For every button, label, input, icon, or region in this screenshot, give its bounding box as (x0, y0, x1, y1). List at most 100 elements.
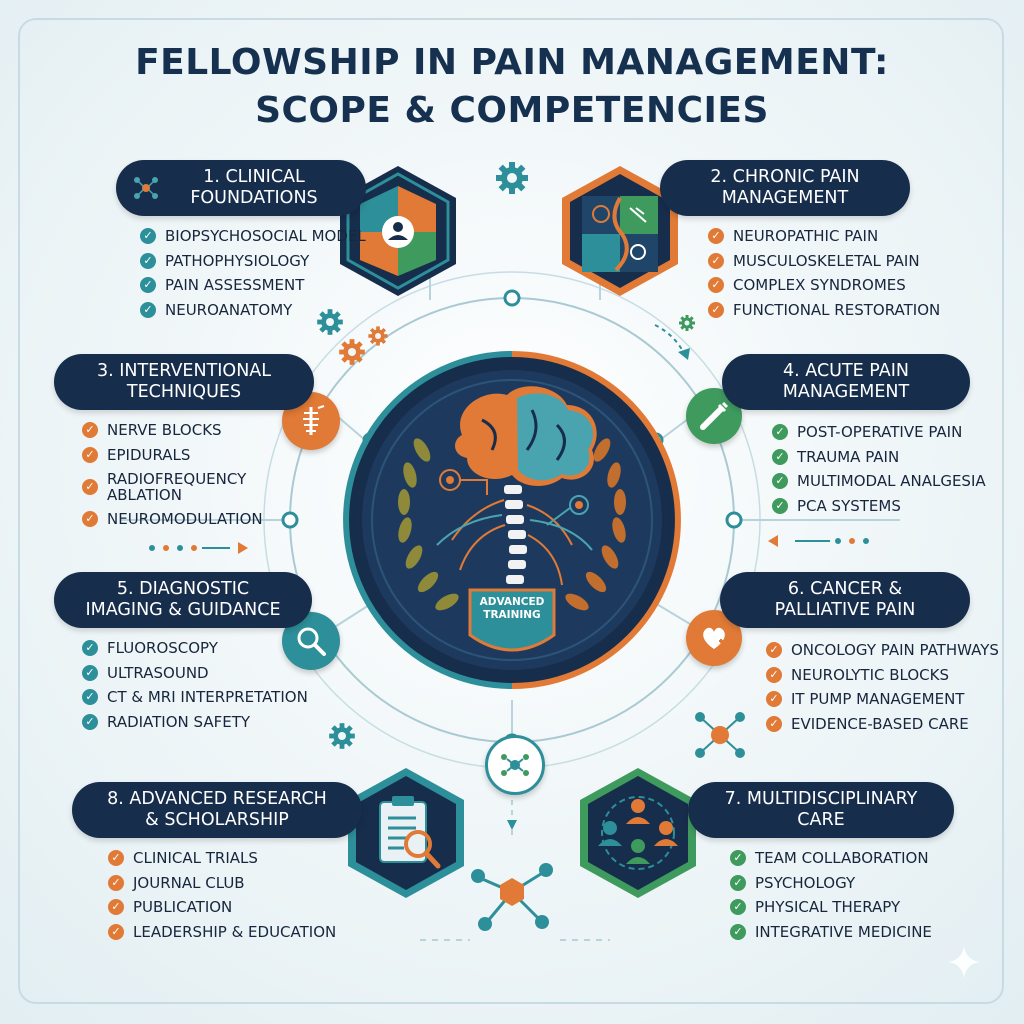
section-list-clinical-foundations: ✓BIOPSYCHOSOCIAL MODEL ✓PATHOPHYSIOLOGY … (140, 224, 366, 322)
check-icon: ✓ (108, 899, 124, 916)
check-icon: ✓ (82, 422, 98, 439)
list-item: ✓POST-OPERATIVE PAIN (772, 420, 986, 445)
list-item: ✓TEAM COLLABORATION (730, 846, 932, 871)
list-item: ✓RADIATION SAFETY (82, 710, 308, 735)
check-icon: ✓ (82, 640, 98, 657)
laurel-left (398, 438, 459, 611)
page-subtitle: SCOPE & COMPETENCIES (255, 90, 769, 131)
section-title: 6. CANCER & PALLIATIVE PAIN (774, 579, 916, 620)
gear-icon (368, 326, 388, 346)
check-icon: ✓ (772, 497, 788, 514)
molecule-icon (695, 712, 745, 758)
section-header-cancer-palliative: 6. CANCER & PALLIATIVE PAIN (720, 572, 970, 628)
list-item: ✓RADIOFREQUENCY ABLATION (82, 467, 263, 507)
list-item: ✓EVIDENCE-BASED CARE (766, 712, 999, 737)
section-title: 2. CHRONIC PAIN MANAGEMENT (710, 167, 860, 208)
nerve-spine-icon (562, 166, 678, 296)
list-item: ✓MULTIMODAL ANALGESIA (772, 469, 986, 494)
check-icon: ✓ (766, 691, 782, 708)
shield-badge (468, 588, 556, 652)
check-icon: ✓ (766, 715, 782, 732)
outer-frame (18, 18, 1004, 1004)
gear-icon (329, 723, 355, 749)
check-icon: ✓ (772, 424, 788, 441)
list-item: ✓FLUOROSCOPY (82, 636, 308, 661)
section-list-acute-pain: ✓POST-OPERATIVE PAIN ✓TRAUMA PAIN ✓MULTI… (772, 420, 986, 518)
section-title: 7. MULTIDISCIPLINARY CARE (724, 789, 918, 830)
list-item: ✓EPIDURALS (82, 443, 263, 468)
molecule-icon (471, 863, 553, 931)
check-icon: ✓ (730, 899, 746, 916)
list-item: ✓NEUROPATHIC PAIN (708, 224, 940, 249)
puzzle-brain-icon (340, 166, 456, 296)
brain-spine-icon (436, 386, 597, 586)
list-item: ✓IT PUMP MANAGEMENT (766, 687, 999, 712)
section-header-chronic-pain: 2. CHRONIC PAIN MANAGEMENT (660, 160, 910, 216)
section-list-interventional: ✓NERVE BLOCKS ✓EPIDURALS ✓RADIOFREQUENCY… (82, 418, 263, 532)
network-icon (134, 177, 158, 199)
arrow-left-right (768, 535, 869, 547)
list-item: ✓CLINICAL TRIALS (108, 846, 336, 871)
list-item: ✓PATHOPHYSIOLOGY (140, 249, 366, 274)
check-icon: ✓ (108, 923, 124, 940)
check-icon: ✓ (82, 479, 98, 495)
section-title: 4. ACUTE PAIN MANAGEMENT (782, 361, 910, 402)
section-list-research: ✓CLINICAL TRIALS ✓JOURNAL CLUB ✓PUBLICAT… (108, 846, 336, 944)
check-icon: ✓ (772, 473, 788, 490)
central-emblem (343, 351, 681, 689)
check-icon: ✓ (108, 874, 124, 891)
check-icon: ✓ (140, 277, 156, 294)
check-icon: ✓ (766, 666, 782, 683)
section-header-interventional: 3. INTERVENTIONAL TECHNIQUES (54, 354, 314, 410)
list-item: ✓MUSCULOSKELETAL PAIN (708, 249, 940, 274)
list-item: ✓JOURNAL CLUB (108, 871, 336, 896)
arrow-right-left (149, 542, 248, 554)
list-item: ✓CT & MRI INTERPRETATION (82, 685, 308, 710)
list-item: ✓LEADERSHIP & EDUCATION (108, 920, 336, 945)
section-header-clinical-foundations: 1. CLINICAL FOUNDATIONS (116, 160, 366, 216)
list-item: ✓INTEGRATIVE MEDICINE (730, 920, 932, 945)
list-item: ✓NERVE BLOCKS (82, 418, 263, 443)
check-icon: ✓ (108, 850, 124, 867)
list-item: ✓ULTRASOUND (82, 661, 308, 686)
check-icon: ✓ (772, 448, 788, 465)
list-item: ✓BIOPSYCHOSOCIAL MODEL (140, 224, 366, 249)
check-icon: ✓ (730, 923, 746, 940)
section-title: 1. CLINICAL FOUNDATIONS (190, 167, 318, 208)
page-title: FELLOWSHIP IN PAIN MANAGEMENT: (135, 42, 889, 83)
section-list-cancer-palliative: ✓ONCOLOGY PAIN PATHWAYS ✓NEUROLYTIC BLOC… (766, 638, 999, 736)
check-icon: ✓ (708, 228, 724, 245)
clipboard-search-icon (348, 768, 464, 898)
check-icon: ✓ (82, 664, 98, 681)
advanced-training-badge: ADVANCED TRAINING (479, 596, 545, 621)
list-item: ✓NEUROLYTIC BLOCKS (766, 663, 999, 688)
list-item: ✓PHYSICAL THERAPY (730, 895, 932, 920)
section-title: 5. DIAGNOSTIC IMAGING & GUIDANCE (85, 579, 281, 620)
section-header-acute-pain: 4. ACUTE PAIN MANAGEMENT (722, 354, 970, 410)
check-icon: ✓ (140, 228, 156, 245)
check-icon: ✓ (766, 642, 782, 659)
sparkle-icon (948, 946, 980, 978)
check-icon: ✓ (730, 874, 746, 891)
gear-icon (496, 162, 528, 194)
section-title: 8. ADVANCED RESEARCH & SCHOLARSHIP (107, 789, 327, 830)
section-list-diagnostic-imaging: ✓FLUOROSCOPY ✓ULTRASOUND ✓CT & MRI INTER… (82, 636, 308, 734)
laurel-right (565, 438, 626, 611)
section-list-chronic-pain: ✓NEUROPATHIC PAIN ✓MUSCULOSKELETAL PAIN … (708, 224, 940, 322)
check-icon: ✓ (708, 252, 724, 269)
list-item: ✓PAIN ASSESSMENT (140, 273, 366, 298)
check-icon: ✓ (730, 850, 746, 867)
molecule-small-icon (485, 735, 545, 795)
list-item: ✓NEUROANATOMY (140, 298, 366, 323)
list-item: ✓TRAUMA PAIN (772, 445, 986, 470)
section-list-multidisciplinary: ✓TEAM COLLABORATION ✓PSYCHOLOGY ✓PHYSICA… (730, 846, 932, 944)
section-title: 3. INTERVENTIONAL TECHNIQUES (96, 361, 272, 402)
list-item: ✓PUBLICATION (108, 895, 336, 920)
check-icon: ✓ (140, 252, 156, 269)
team-people-icon (580, 768, 696, 898)
list-item: ✓PSYCHOLOGY (730, 871, 932, 896)
list-item: ✓NEUROMODULATION (82, 507, 263, 532)
check-icon: ✓ (82, 713, 98, 730)
section-header-diagnostic-imaging: 5. DIAGNOSTIC IMAGING & GUIDANCE (54, 572, 312, 628)
